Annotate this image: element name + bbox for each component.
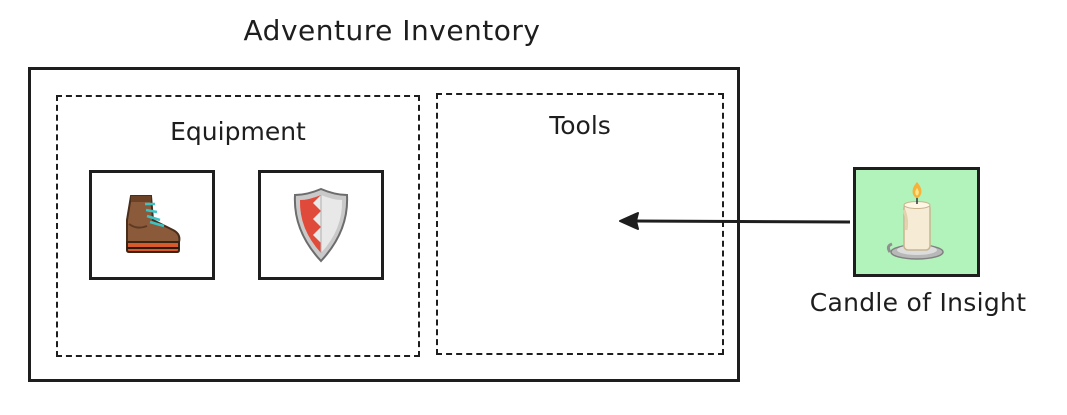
tools-section-label: Tools: [549, 111, 611, 140]
shield-item-slot[interactable]: [258, 170, 384, 280]
diagram-title: Adventure Inventory: [243, 14, 541, 47]
candle-item-slot[interactable]: [853, 167, 980, 277]
candle-icon: [886, 182, 944, 260]
equipment-section-label: Equipment: [170, 117, 306, 146]
tools-section[interactable]: Tools: [436, 93, 724, 355]
shield-icon: [293, 187, 349, 263]
equipment-section[interactable]: Equipment: [56, 95, 420, 357]
boot-item-slot[interactable]: [89, 170, 215, 280]
inventory-container: [28, 67, 740, 382]
candle-label: Candle of Insight: [809, 288, 1027, 317]
hiking-boot-icon: [126, 195, 181, 253]
